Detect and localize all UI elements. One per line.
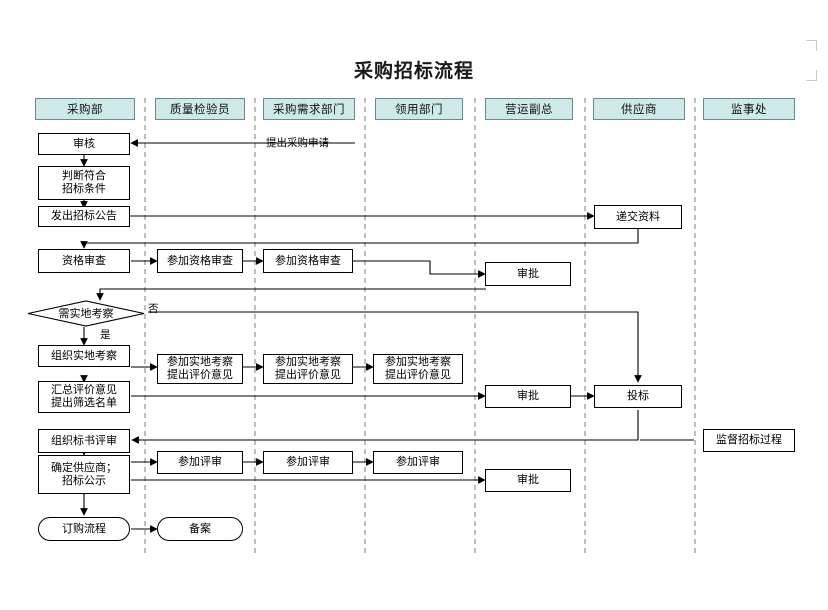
node-join-review-using[interactable]: 参加评审 [373, 451, 463, 474]
node-join-review-qa[interactable]: 参加评审 [157, 451, 243, 474]
node-join-qualification-qa[interactable]: 参加资格审查 [157, 249, 243, 273]
lane-header-supplier: 供应商 [593, 98, 685, 120]
node-judge-conditions[interactable]: 判断符合 招标条件 [38, 166, 130, 200]
lane-header-supervisor: 监事处 [703, 98, 795, 120]
page-corner-mark-top [806, 40, 817, 51]
lane-header-purchasing: 采购部 [35, 98, 135, 120]
edge-label-submit-request: 提出采购申请 [266, 137, 329, 149]
node-site-visit-demand[interactable]: 参加实地考察 提出评价意见 [263, 354, 353, 384]
node-approve-2[interactable]: 审批 [485, 385, 571, 408]
lane-header-using-dept: 领用部门 [375, 98, 463, 120]
node-site-visit-using[interactable]: 参加实地考察 提出评价意见 [373, 354, 463, 384]
page-title: 采购招标流程 [353, 61, 474, 82]
lane-header-vp-operation: 营运副总 [485, 98, 573, 120]
node-join-review-demand[interactable]: 参加评审 [263, 451, 353, 474]
node-organize-site-visit[interactable]: 组织实地考察 [38, 345, 130, 367]
edge-label-no: 否 [148, 303, 159, 315]
node-supervise-process[interactable]: 监督招标过程 [703, 429, 795, 452]
node-issue-announcement[interactable]: 发出招标公告 [38, 206, 130, 227]
edge-label-yes: 是 [100, 329, 111, 341]
node-qualification-review[interactable]: 资格审查 [38, 249, 130, 273]
node-approve-1[interactable]: 审批 [485, 262, 571, 286]
node-submit-materials[interactable]: 递交资料 [594, 205, 682, 229]
node-need-site-visit-label: 需实地考察 [58, 307, 114, 320]
node-need-site-visit[interactable]: 需实地考察 [26, 300, 146, 327]
node-approve-3[interactable]: 审批 [485, 469, 571, 492]
node-archive[interactable]: 备案 [157, 517, 243, 541]
node-summary-opinions[interactable]: 汇总评价意见 提出筛选名单 [38, 381, 130, 413]
node-organize-bid-review[interactable]: 组织标书评审 [38, 429, 130, 453]
node-join-qualification-demand[interactable]: 参加资格审查 [263, 249, 353, 273]
node-bid[interactable]: 投标 [594, 385, 682, 408]
lane-header-demand-dept: 采购需求部门 [263, 98, 355, 120]
node-order-process[interactable]: 订购流程 [38, 517, 130, 541]
node-site-visit-qa[interactable]: 参加实地考察 提出评价意见 [157, 354, 243, 384]
lane-header-qa-inspector: 质量检验员 [155, 98, 245, 120]
node-review[interactable]: 审核 [38, 133, 130, 155]
node-confirm-supplier[interactable]: 确定供应商； 招标公示 [38, 455, 130, 494]
